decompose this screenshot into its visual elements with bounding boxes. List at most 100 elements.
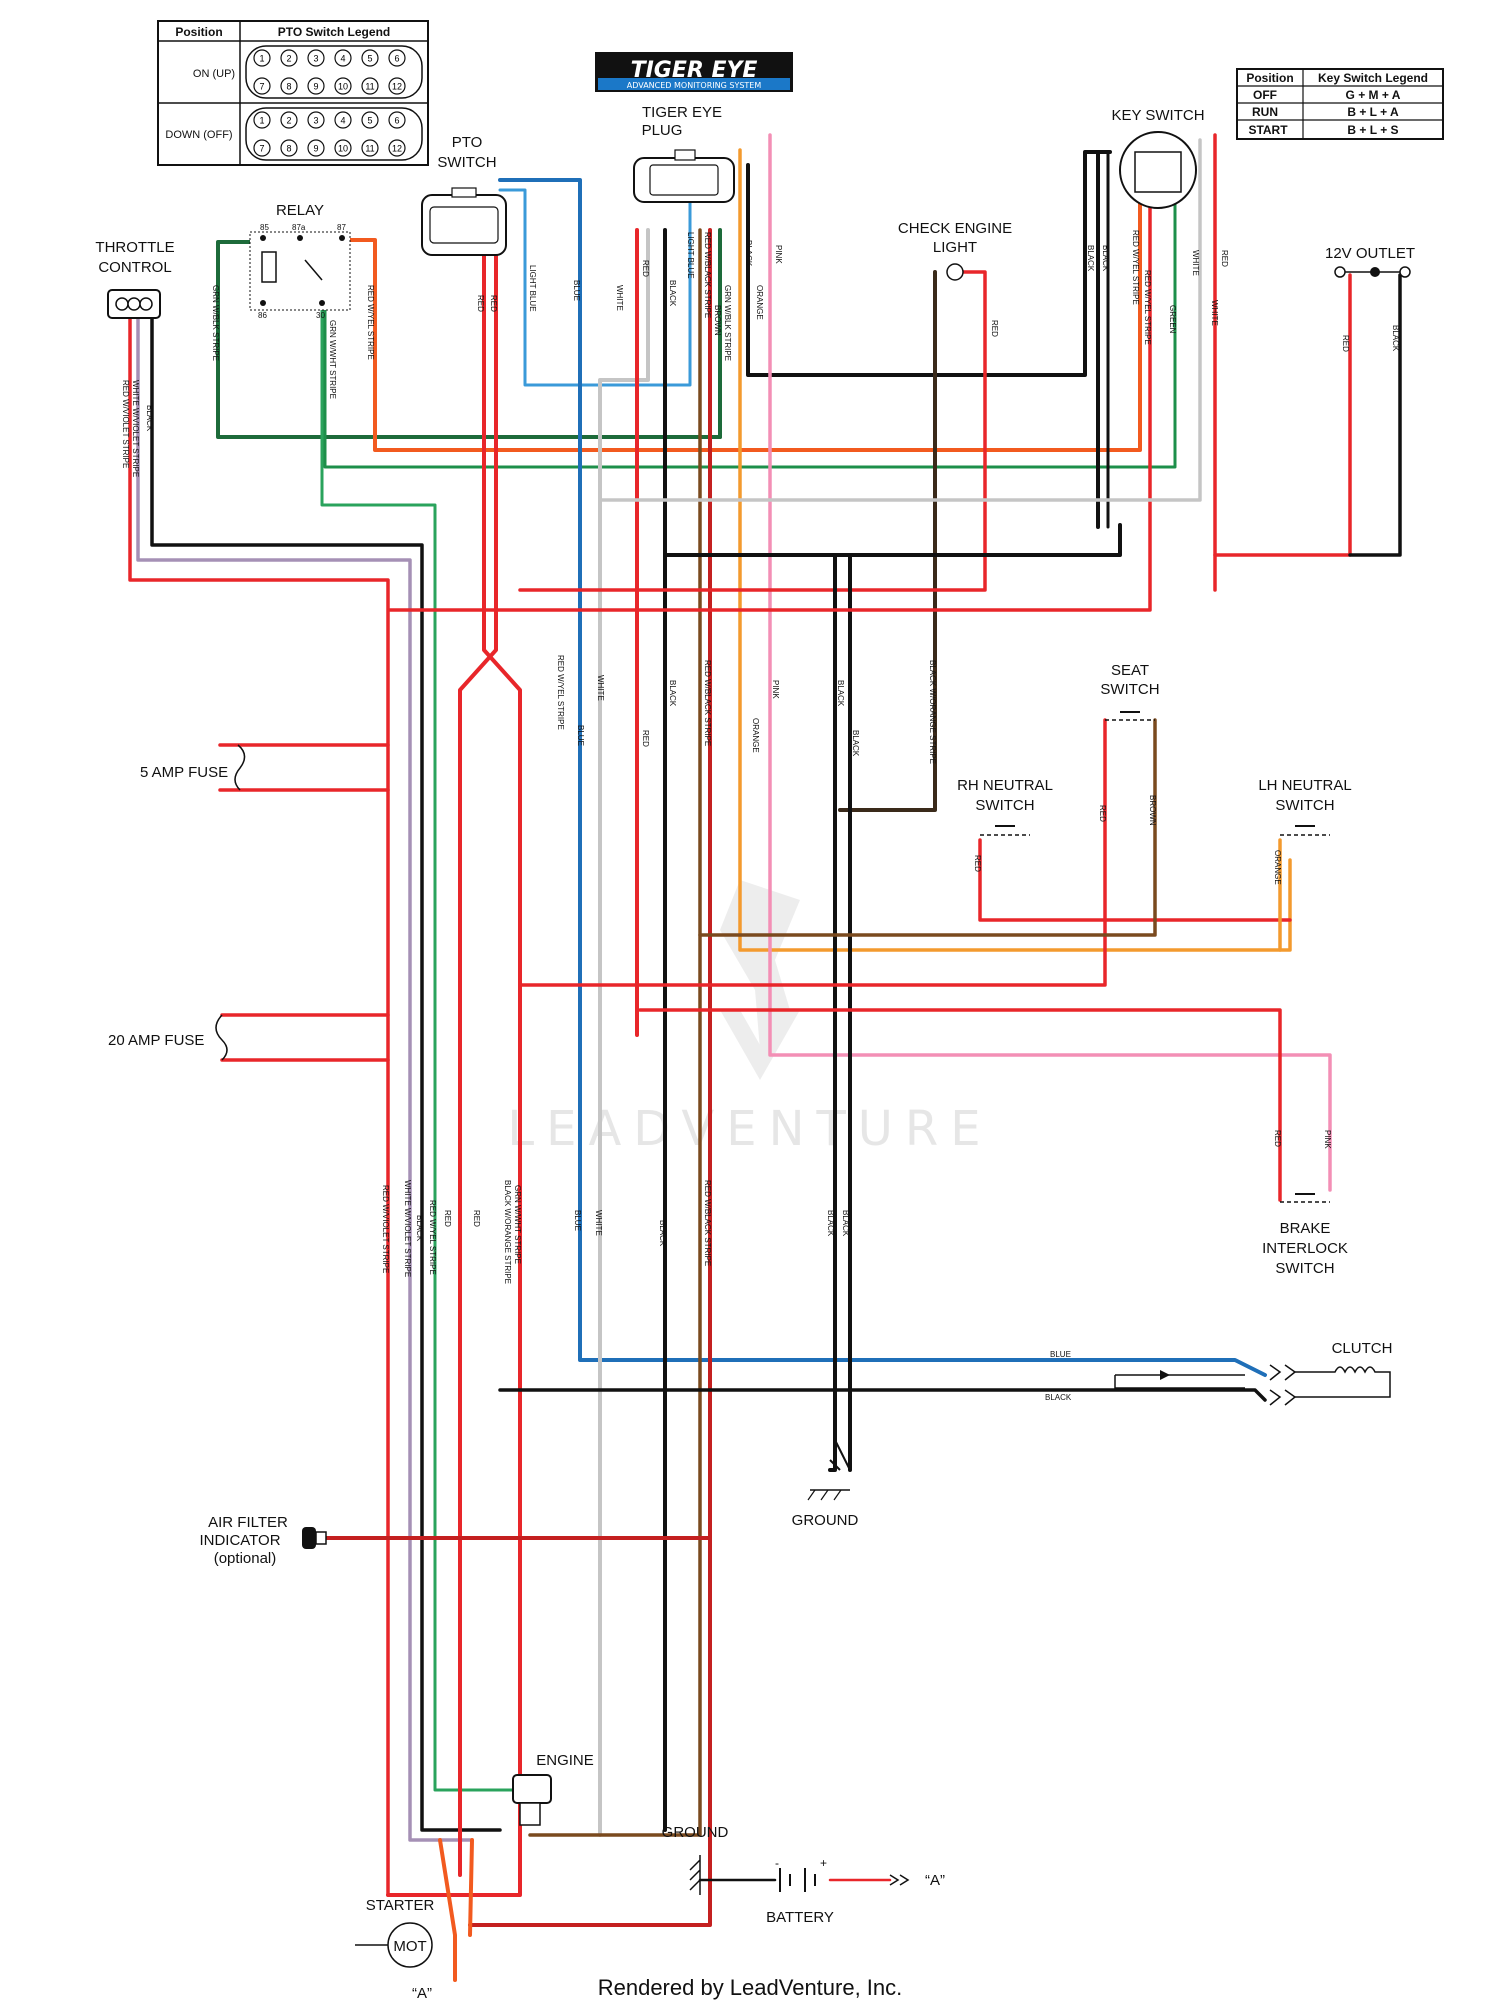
battery-plus: + [820,1856,827,1870]
pto-legend-pin [388,77,406,95]
brake-label-3: SWITCH [1275,1260,1334,1277]
wire-label-pink: PINK [774,245,783,264]
wire-black-outlet [1348,273,1402,557]
wire-orange-starter-2 [468,1838,474,1937]
wire-label-red-plug: RED [641,260,650,277]
pto-legend-pin-number: 11 [365,144,374,154]
wire-label-red-low-2: RED [472,1210,481,1227]
wire-light-blue [498,166,692,387]
pto-legend-pin [280,111,298,129]
wire-label-light-blue: LIGHT BLUE [528,265,537,312]
wire-label-white-key: WHITE [1191,250,1200,276]
wire-label-blue-clutch: BLUE [1050,1350,1071,1359]
wire-label-grn-wht-low: GRN W/WHT STRIPE [513,1185,522,1264]
wire-label-black-low: BLACK [415,1215,424,1242]
motor-label: MOT [393,1938,426,1955]
battery: GROUND - + “A” BATTERY [662,1824,945,1926]
pto-legend-pin [253,77,271,95]
wire-label-red-light: RED [990,320,999,337]
pto-legend-pin-number: 4 [340,54,345,64]
wire-red-seat [518,718,1107,987]
wire-label-black-plug: BLACK [668,280,677,307]
pto-legend-pin [280,49,298,67]
ground: GROUND [792,1439,859,1529]
pto-switch-legend: Position PTO Switch Legend ON (UP) DOWN … [157,20,429,166]
wire-label-blk-org-mid: BLACK W/ORANGE STRIPE [928,660,937,764]
brake-interlock-switch: BRAKE INTERLOCK SWITCH [1262,1193,1348,1277]
starter-label: STARTER [366,1897,435,1914]
pto-legend-pin-number: 6 [394,116,399,126]
wires [128,133,1402,1982]
wire-red-key [388,163,1152,612]
pto-legend-pin-number: 8 [286,82,291,92]
air-filter-label: AIR FILTER [208,1514,288,1531]
pto-legend-pin [253,139,271,157]
relay-pin-87: 87 [337,223,346,232]
wire-label-red-yel-key: RED W/YEL STRIPE [1131,230,1140,305]
wire-white-plug [598,228,650,1837]
pto-legend-pin [388,111,406,129]
pto-legend-pin-number: 12 [392,144,402,154]
ground-label: GROUND [792,1512,859,1529]
throttle-control: THROTTLE CONTROL [95,239,175,319]
wire-label-grn-wht: GRN W/WHT STRIPE [328,320,337,399]
wire-white-violet-throttle [136,308,472,1842]
wire-label-white-mid: WHITE [596,675,605,701]
clutch: CLUTCH [1114,1340,1393,1406]
wire-label-black-throttle: BLACK [145,405,154,432]
pto-legend-off: DOWN (OFF) [165,129,232,141]
rh-neutral-label: RH NEUTRAL [957,777,1053,794]
pto-legend-pin-number: 10 [338,82,348,92]
wire-label-red-2: RED [489,295,498,312]
wire-5amp-fuse [218,743,390,792]
wire-label-red-yel-mid: RED W/YEL STRIPE [556,655,565,730]
wire-grn-blk-relay [216,240,722,439]
wire-grn-wht-relay [320,303,532,1792]
pto-legend-pin-number: 2 [286,54,291,64]
wire-label-black-key-2: BLACK [1101,245,1110,272]
battery-minus: - [775,1856,779,1870]
wire-black-plug-2 [746,150,1112,377]
lh-neutral-switch: LH NEUTRAL SWITCH [1258,777,1352,836]
relay-pin-85: 85 [260,223,269,232]
wire-black-clutch [498,1388,1267,1402]
wire-red-starter [386,1833,522,1897]
pto-legend-pin-number: 7 [259,82,264,92]
rh-neutral-switch: RH NEUTRAL SWITCH [957,777,1053,836]
engine-connector [512,1774,552,1804]
pto-legend-pin-number: 11 [365,82,374,92]
wire-white-key [598,138,1202,502]
brake-label: BRAKE [1280,1220,1331,1237]
wire-label-white-low: WHITE [594,1210,603,1236]
seat-label: SEAT [1111,662,1149,679]
pto-legend-pin [253,111,271,129]
pto-legend-pin [334,77,352,95]
wire-label-red-key: RED W/YEL STRIPE [1143,270,1152,345]
wire-red-yel-relay [340,238,1142,452]
pto-legend-pin-number: 10 [338,144,348,154]
wire-label-red-mid: RED [641,730,650,747]
check-engine-label-2: LIGHT [933,239,977,256]
key-legend-pos-start: START [1248,123,1288,137]
wire-red-brake [638,1008,1282,1202]
pto-legend-pin [361,111,379,129]
wire-label-white-key-2: WHITE [1210,300,1219,326]
wire-label-brown-seat: BROWN [1148,795,1157,826]
lh-neutral-label-2: SWITCH [1275,797,1334,814]
pto-legend-pin [280,139,298,157]
wire-red-pto-2 [458,228,498,1877]
wire-blk-org-light [838,270,937,812]
pto-label-2: SWITCH [437,154,496,171]
wire-label-red-blk-mid: RED W/BLACK STRIPE [703,660,712,746]
watermark: LEADVENTURE [507,880,981,1157]
air-filter-label-3: (optional) [214,1550,277,1567]
12v-outlet: 12V OUTLET [1325,245,1415,278]
wire-black-throttle [150,308,502,1832]
footer-credit: Rendered by LeadVenture, Inc. [597,1975,903,2000]
clutch-label: CLUTCH [1332,1340,1393,1357]
pto-label: PTO [452,134,483,151]
pto-legend-pin [388,139,406,157]
wire-label-orange: ORANGE [755,285,764,320]
wire-label-red-low: RED [443,1210,452,1227]
